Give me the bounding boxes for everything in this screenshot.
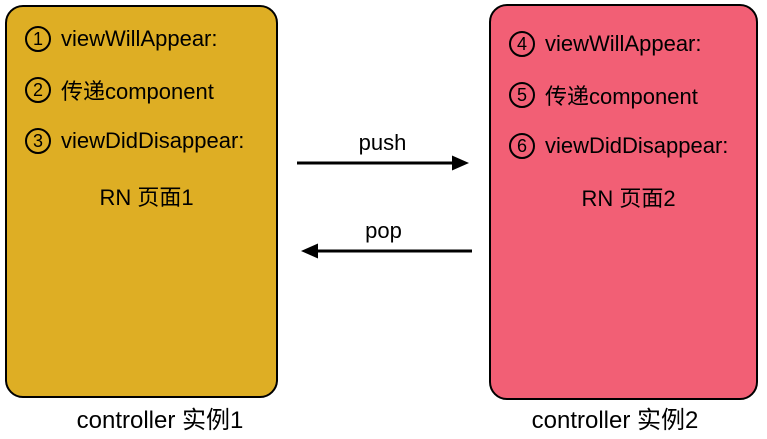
- lifecycle-step: 3 viewDidDisappear:: [25, 127, 268, 155]
- lifecycle-step: 2 传递component: [25, 76, 268, 104]
- rn-page-title-2: RN 页面2: [581, 186, 676, 211]
- controller-box-2: 4 viewWillAppear: 5 传递component 6 viewDi…: [489, 4, 758, 400]
- step-label: 传递component: [61, 79, 214, 104]
- controller-box-1: 1 viewWillAppear: 2 传递component 3 viewDi…: [5, 5, 278, 398]
- step-label: 传递component: [545, 84, 698, 109]
- step-label: viewWillAppear:: [545, 31, 702, 56]
- step-number-badge: 6: [509, 133, 535, 159]
- push-arrow-label: push: [358, 130, 407, 155]
- rn-page-title-1: RN 页面1: [99, 185, 194, 210]
- step-label: viewWillAppear:: [61, 26, 218, 51]
- step-label: viewDidDisappear:: [61, 128, 245, 153]
- step-number-badge: 3: [25, 128, 51, 154]
- pop-arrow-label: pop: [365, 218, 402, 243]
- controller-caption-1: controller 实例1: [76, 407, 244, 434]
- step-number-badge: 5: [509, 82, 535, 108]
- lifecycle-step: 4 viewWillAppear:: [509, 30, 748, 58]
- step-number-badge: 1: [25, 26, 51, 52]
- step-number-badge: 2: [25, 77, 51, 103]
- push-arrow-icon: [297, 155, 469, 171]
- lifecycle-step: 5 传递component: [509, 81, 748, 109]
- lifecycle-step: 6 viewDidDisappear:: [509, 132, 748, 160]
- step-number-badge: 4: [509, 31, 535, 57]
- step-label: viewDidDisappear:: [545, 133, 729, 158]
- pop-arrow-icon: [301, 243, 472, 259]
- controller-caption-2: controller 实例2: [531, 407, 699, 434]
- lifecycle-step: 1 viewWillAppear:: [25, 25, 268, 53]
